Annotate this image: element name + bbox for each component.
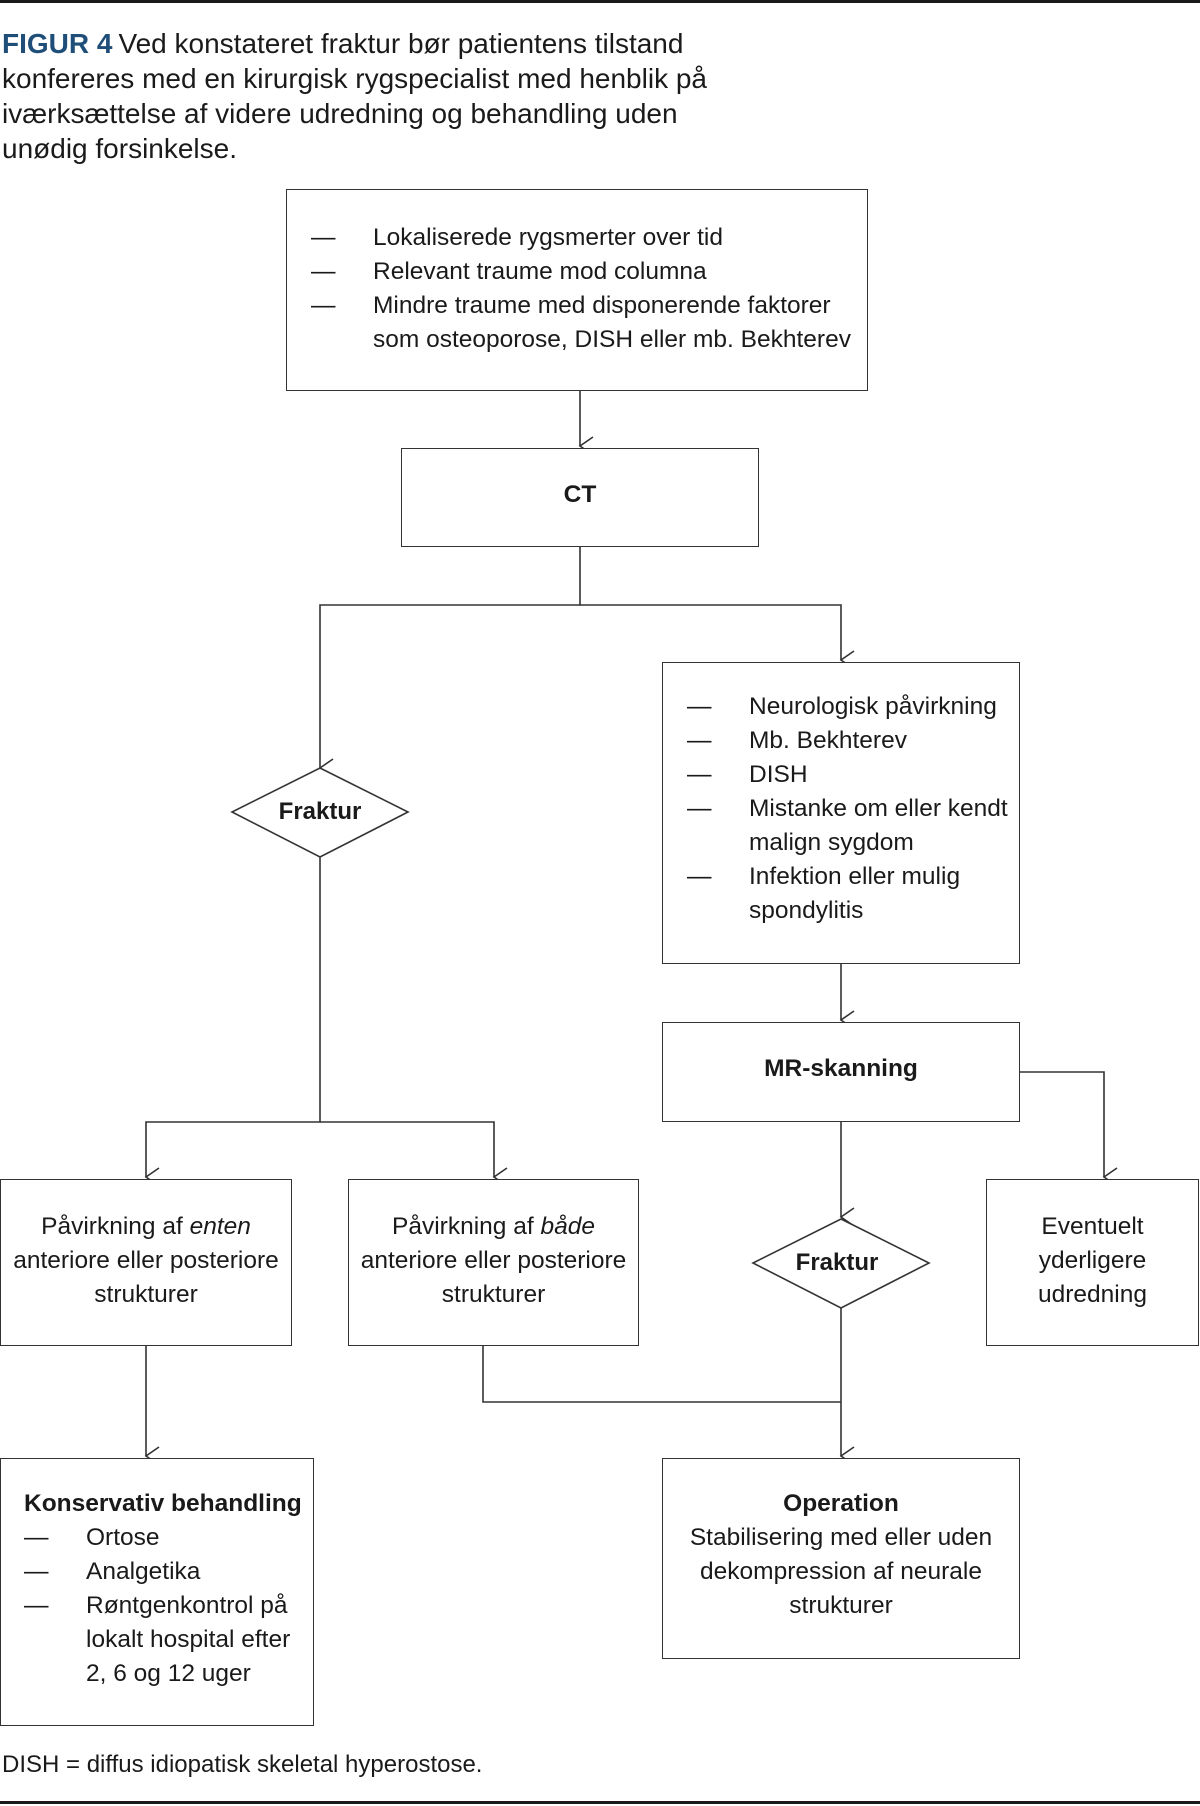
dash-icon: — [687,863,712,890]
treatment-item: —Ortose [24,1521,313,1555]
dash-icon: — [687,795,712,822]
ct-label: CT [563,480,597,508]
dash-icon: — [24,1558,49,1585]
operation-title: Operation [783,1490,899,1517]
mr-label: MR-skanning [764,1055,918,1082]
dash-icon: — [311,292,336,319]
connector-fracture-split [144,857,321,1187]
figure-caption-text: Ved konstateret fraktur bør patientens t… [2,28,707,164]
connector-both-to-operation [482,1346,841,1403]
risk-factor-item: —Neurologisk påvirkning [687,690,1019,724]
risk-factor-item: —Mistanke om eller kendt malign sygdom [687,792,1019,860]
fracture-left-diamond [230,767,410,858]
top-rule [0,0,1200,3]
operation-text: Stabilisering med eller uden dekompressi… [689,1524,993,1619]
conservative-treatment-title: Konservativ behandling [24,1490,302,1517]
indications-box: —Lokaliserede rygsmerter over tid —Relev… [286,189,868,391]
ct-box: CT [401,448,759,547]
connector-ct-split [318,547,581,778]
dash-icon: — [24,1524,49,1551]
fracture-right-diamond [751,1218,931,1309]
connector-mr-to-further [1020,1071,1118,1187]
fracture-left-label: Fraktur [278,798,362,825]
dash-icon: — [687,761,712,788]
further-investigation-box: Eventuelt yderligere udredning [986,1179,1199,1346]
dash-icon: — [687,693,712,720]
operation-box: Operation Stabilisering med eller uden d… [662,1458,1020,1659]
fracture-right-label: Fraktur [795,1249,879,1276]
risk-factor-item: —Mb. Bekhterev [687,724,1019,758]
bottom-rule [0,1801,1200,1804]
treatment-item: —Røntgenkontrol på lokalt hospital efter… [24,1589,313,1691]
indication-item: —Lokaliserede rygsmerter over tid [311,221,867,255]
conservative-treatment-box: Konservativ behandling —Ortose —Analgeti… [0,1458,314,1726]
risk-factor-item: —DISH [687,758,1019,792]
footnote: DISH = diffus idiopatisk skeletal hypero… [2,1751,483,1778]
indication-item: —Relevant traume mod columna [311,255,867,289]
indication-item: —Mindre traume med disponerende faktorer… [311,289,867,357]
mr-box: MR-skanning [662,1022,1020,1122]
further-investigation-text: Eventuelt yderligere udredning [1038,1212,1147,1308]
dash-icon: — [311,224,336,251]
risk-factors-box: —Neurologisk påvirkning —Mb. Bekhterev —… [662,662,1020,964]
connector-ct-to-risk [580,604,855,670]
dash-icon: — [687,727,712,754]
treatment-item: —Analgetika [24,1555,313,1589]
connector-fracture-to-both [320,1121,508,1187]
dash-icon: — [24,1592,49,1619]
dash-icon: — [311,258,336,285]
risk-factor-item: —Infektion eller mulig spondylitis [687,860,1019,928]
figure-label: FIGUR 4 [2,28,113,59]
